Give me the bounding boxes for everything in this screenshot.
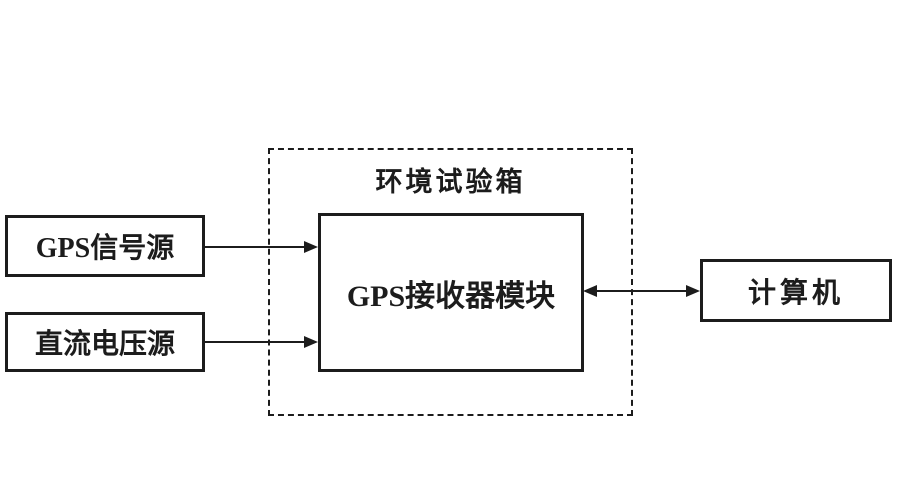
gps-receiver-module-box: GPS接收器模块	[318, 213, 584, 372]
environment-chamber-label: 环境试验箱	[375, 167, 526, 197]
gps-signal-source-box: GPS信号源	[5, 215, 205, 277]
arrow-power-to-module	[205, 341, 307, 343]
dc-voltage-source-box: 直流电压源	[5, 312, 205, 372]
arrowhead-right-icon	[686, 285, 700, 297]
arrowhead-left-icon	[583, 285, 597, 297]
gps-signal-source-label: GPS信号源	[35, 233, 175, 264]
environment-chamber-dashed-box	[268, 148, 633, 416]
dc-voltage-source-label: 直流电压源	[34, 329, 175, 360]
arrowhead-right-icon	[304, 241, 318, 253]
gps-receiver-module-label: GPS接收器模块	[346, 279, 556, 313]
arrow-signal-to-module	[205, 246, 307, 248]
arrow-module-computer-bidirectional	[595, 290, 688, 292]
computer-label: 计算机	[747, 277, 844, 309]
arrowhead-right-icon	[304, 336, 318, 348]
computer-box: 计算机	[700, 259, 892, 322]
